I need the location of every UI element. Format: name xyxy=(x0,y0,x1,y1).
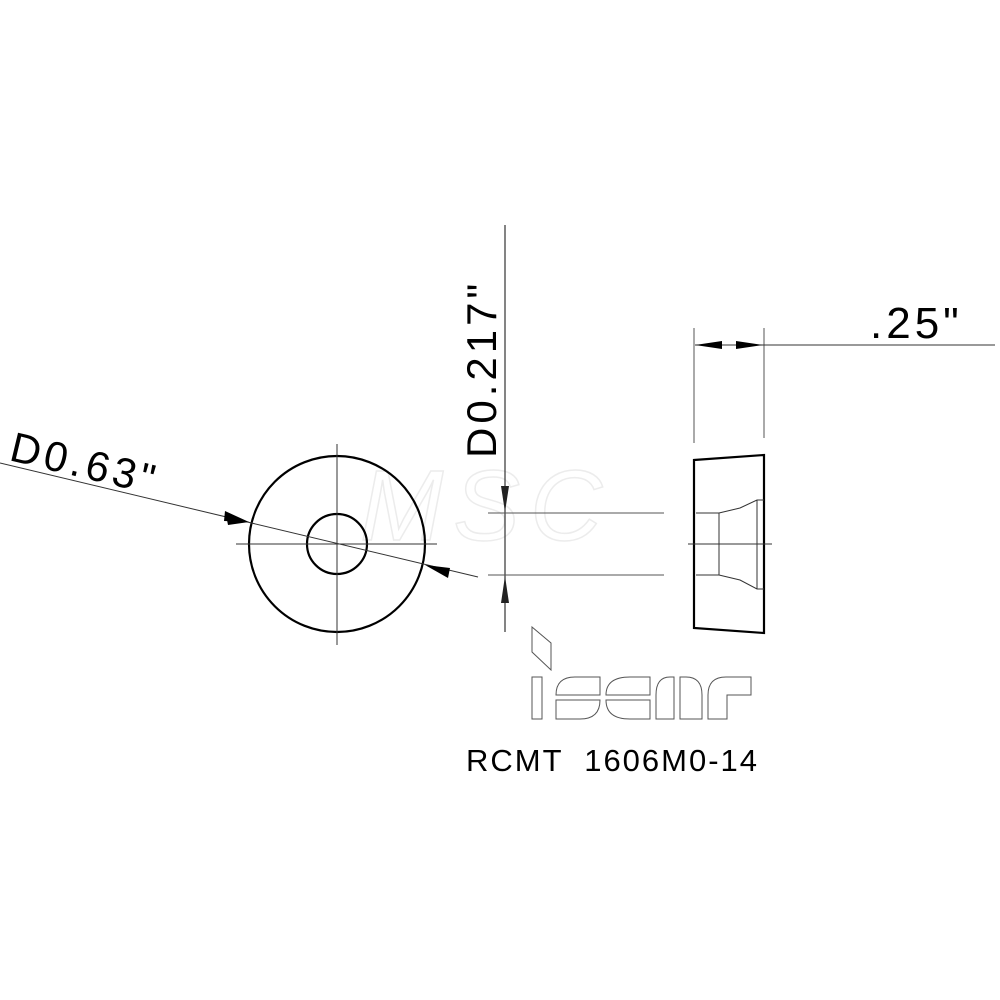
outer-diameter-label: D0.63" xyxy=(6,423,164,504)
countersink-top xyxy=(718,499,764,514)
thickness-label: .25" xyxy=(870,299,963,348)
side-view: .25" xyxy=(688,299,995,635)
diameter-arrowhead-right-icon xyxy=(425,565,450,578)
logo-c-top xyxy=(605,676,651,696)
watermark-text: MSC xyxy=(360,450,612,562)
hole-dimension: D0.217" xyxy=(458,225,664,632)
logo-r xyxy=(707,676,752,720)
logo-a-right xyxy=(679,676,703,720)
hole-diameter-label: D0.217" xyxy=(458,280,505,458)
part-number-label: RCMT 1606M0-14 xyxy=(466,743,759,778)
hole-arrow-up-icon xyxy=(501,576,509,603)
diameter-arrowhead-left-icon xyxy=(224,511,249,522)
side-view-outline xyxy=(692,453,766,635)
thickness-arrow-left-icon xyxy=(695,341,722,349)
iscar-logo xyxy=(531,625,752,720)
countersink-bottom xyxy=(718,574,764,590)
logo-a-left xyxy=(655,676,675,720)
logo-i-stem xyxy=(531,676,543,720)
logo-s-bottom xyxy=(555,699,601,720)
msc-watermark: MSC xyxy=(359,449,612,563)
thickness-arrow-right-icon xyxy=(736,341,763,349)
logo-c-bottom xyxy=(605,699,651,720)
logo-i-dot-icon xyxy=(531,625,552,672)
logo-s-top xyxy=(555,676,601,696)
hole-arrow-down-icon xyxy=(501,486,509,512)
